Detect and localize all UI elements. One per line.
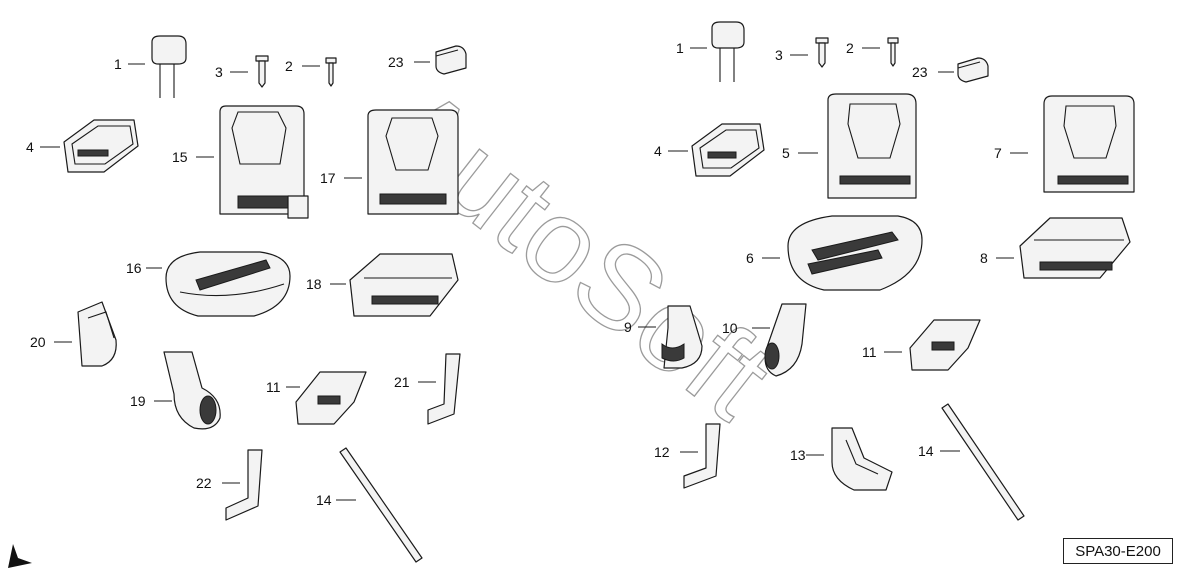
part-trim-9 [661,305,703,369]
part-cushion-16 [165,251,291,317]
part-bracket-21 [427,353,461,425]
callout-1-left: 1 [114,56,122,72]
callout-12: 12 [654,444,670,460]
callout-8: 8 [980,250,988,266]
callout-2-right: 2 [846,40,854,56]
callout-3-right: 3 [775,47,783,63]
callout-20: 20 [30,334,46,350]
part-cushion-6 [787,215,923,291]
callout-19: 19 [130,393,146,409]
callout-22: 22 [196,475,212,491]
part-rod-14-left [339,447,423,563]
part-cover-13 [831,427,893,491]
callout-11-left: 11 [266,379,281,395]
callout-14-left: 14 [316,492,332,508]
part-seatback-17 [367,109,459,215]
callout-5: 5 [782,145,790,161]
callout-4-right: 4 [654,143,662,159]
part-bezel-11-left [295,371,367,425]
callout-16: 16 [126,260,142,276]
callout-10: 10 [722,320,738,336]
part-pin-2-right [887,37,899,67]
part-cushion-18 [349,253,459,317]
callout-13: 13 [790,447,806,463]
part-seatback-7 [1043,95,1135,193]
part-bracket-22 [225,449,263,521]
diagram-code: SPA30-E200 [1063,538,1173,564]
part-hinge-10 [764,303,807,377]
callout-23-left: 23 [388,54,404,70]
part-frame-4-left [63,119,139,173]
part-frame-4-right [691,123,765,177]
callout-6: 6 [746,250,754,266]
part-rod-14-right [941,403,1025,521]
part-cap-23-left [435,45,467,75]
callout-18: 18 [306,276,322,292]
part-pin-3-right [815,37,829,68]
part-bezel-11-right [909,319,981,371]
callout-17: 17 [320,170,336,186]
part-cap-23-right [957,57,989,83]
callout-14-right: 14 [918,443,934,459]
part-pin-2-left [325,57,337,87]
callout-7: 7 [994,145,1002,161]
part-hinge-19 [163,351,221,430]
callout-2-left: 2 [285,58,293,74]
part-trim-20 [77,301,117,367]
part-headrest-left [151,35,187,98]
callout-9: 9 [624,319,632,335]
part-bracket-12 [683,423,721,489]
callout-1-right: 1 [676,40,684,56]
callout-23-right: 23 [912,64,928,80]
part-seatback-15 [219,105,309,219]
part-headrest-right [711,21,745,82]
callout-21: 21 [394,374,410,390]
part-pin-3-left [255,55,269,88]
callout-4-left: 4 [26,139,34,155]
callout-15: 15 [172,149,188,165]
arrow-down-left-icon [8,532,44,568]
part-cushion-8 [1019,217,1131,279]
callout-3-left: 3 [215,64,223,80]
part-seatback-5 [827,93,917,199]
callout-11-right: 11 [862,344,877,360]
